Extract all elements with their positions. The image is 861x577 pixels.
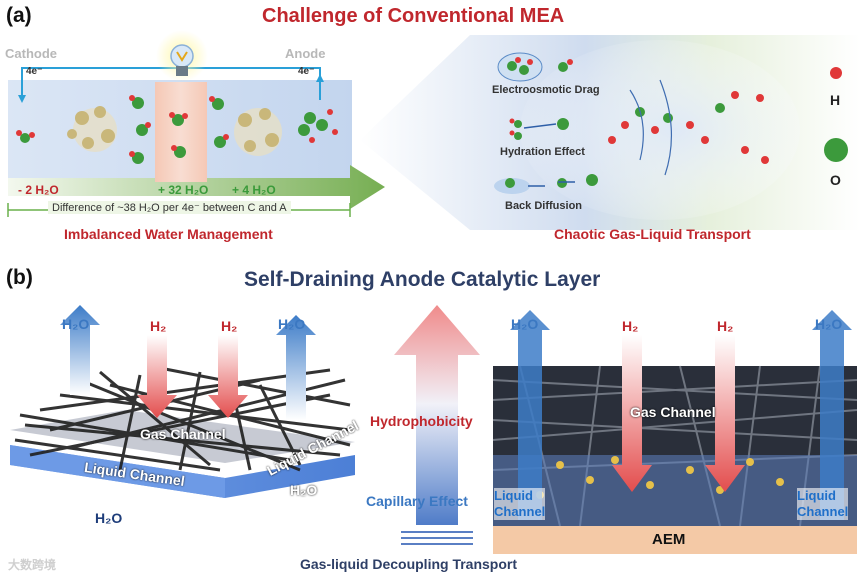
liquid-channel-right-1-label: Liquid Channel (494, 488, 546, 520)
water-change-membrane: + 32 H₂O (158, 183, 209, 197)
difference-label: Difference of ~38 H₂O per 4e⁻ between C … (48, 201, 291, 214)
legend-h-o (824, 67, 848, 162)
watermark: 大数跨境 (8, 558, 57, 572)
water-change-anode: + 4 H₂O (232, 183, 276, 197)
back-diffusion-icon (494, 174, 598, 194)
decoupling-label: Gas-liquid Decoupling Transport (300, 556, 518, 572)
water-change-cathode: - 2 H₂O (18, 183, 59, 197)
aem-label: AEM (652, 531, 686, 548)
aem-layer (493, 526, 857, 554)
h2o-up-arrow-left (60, 305, 100, 395)
h2o-block-right-label: H₂O (290, 482, 318, 498)
water-flow-arrow (8, 165, 385, 209)
liquid-channel-right-2-label: Liquid Channel (797, 488, 849, 520)
h2o-up-arrow-r2 (812, 310, 852, 520)
fiber-mat-left (14, 366, 351, 472)
h2o-label-right-1: H₂O (511, 316, 539, 332)
cathode-catalyst-cluster (67, 106, 117, 152)
anode-label: Anode (285, 46, 326, 61)
water-molecules-left (16, 95, 338, 164)
h2-label-right-2: H₂ (717, 318, 734, 334)
hydrophobicity-label: Hydrophobicity (370, 413, 473, 429)
h2-down-arrow-r1 (612, 335, 652, 492)
liquid-channel-r2-line2: Channel (797, 504, 849, 519)
hydration-label: Hydration Effect (500, 146, 585, 158)
liquid-channel-r1-line1: Liquid (494, 488, 533, 503)
liquid-channel-r1-line2: Channel (494, 504, 546, 519)
h2-label-right-1: H₂ (622, 318, 639, 334)
liquid-channel-r2-line1: Liquid (797, 488, 836, 503)
panel-a-label: (a) (6, 4, 32, 27)
h2-down-arrow-2 (208, 335, 248, 418)
capillary-label: Capillary Effect (366, 493, 468, 509)
hydration-icon (509, 118, 569, 140)
panel-b-label: (b) (6, 266, 33, 289)
h2-down-arrow-1 (137, 335, 177, 418)
h2-label-left-2: H₂ (221, 318, 238, 334)
h2o-label-left-1: H₂O (62, 316, 90, 332)
h2o-up-arrow-right (276, 315, 316, 420)
back-diffusion-label: Back Diffusion (505, 200, 583, 212)
h2o-block-bottom-label: H₂O (95, 510, 123, 526)
caption-imbalanced: Imbalanced Water Management (64, 226, 273, 242)
chaotic-molecules (608, 79, 769, 176)
h2-down-arrow-r2 (705, 335, 745, 492)
center-double-arrow (394, 305, 480, 525)
gas-channel-left-label: Gas Channel (140, 426, 226, 442)
anode-catalyst-cluster (234, 108, 282, 156)
h2o-label-right-2: H₂O (815, 316, 843, 332)
h2o-label-left-2: H₂O (278, 316, 306, 332)
electron-right-label: 4e⁻ (298, 66, 315, 77)
membrane-layer (155, 82, 207, 182)
panel-b-title: Self-Draining Anode Catalytic Layer (244, 268, 601, 291)
h2o-up-arrow-r1 (510, 310, 550, 520)
caption-chaotic: Chaotic Gas-Liquid Transport (554, 226, 751, 242)
electron-left-label: 4e⁻ (26, 66, 43, 77)
electroosmotic-icon (497, 52, 573, 82)
electroosmotic-label: Electroosmotic Drag (492, 84, 600, 96)
liquid-ionomer-layer (493, 455, 857, 526)
legend-h-label: H (830, 92, 841, 108)
h2-label-left-1: H₂ (150, 318, 167, 334)
gas-channel-right-label: Gas Channel (630, 404, 716, 420)
panel-a-title: Challenge of Conventional MEA (262, 5, 565, 27)
cathode-label: Cathode (5, 46, 57, 61)
legend-o-label: O (830, 172, 841, 188)
